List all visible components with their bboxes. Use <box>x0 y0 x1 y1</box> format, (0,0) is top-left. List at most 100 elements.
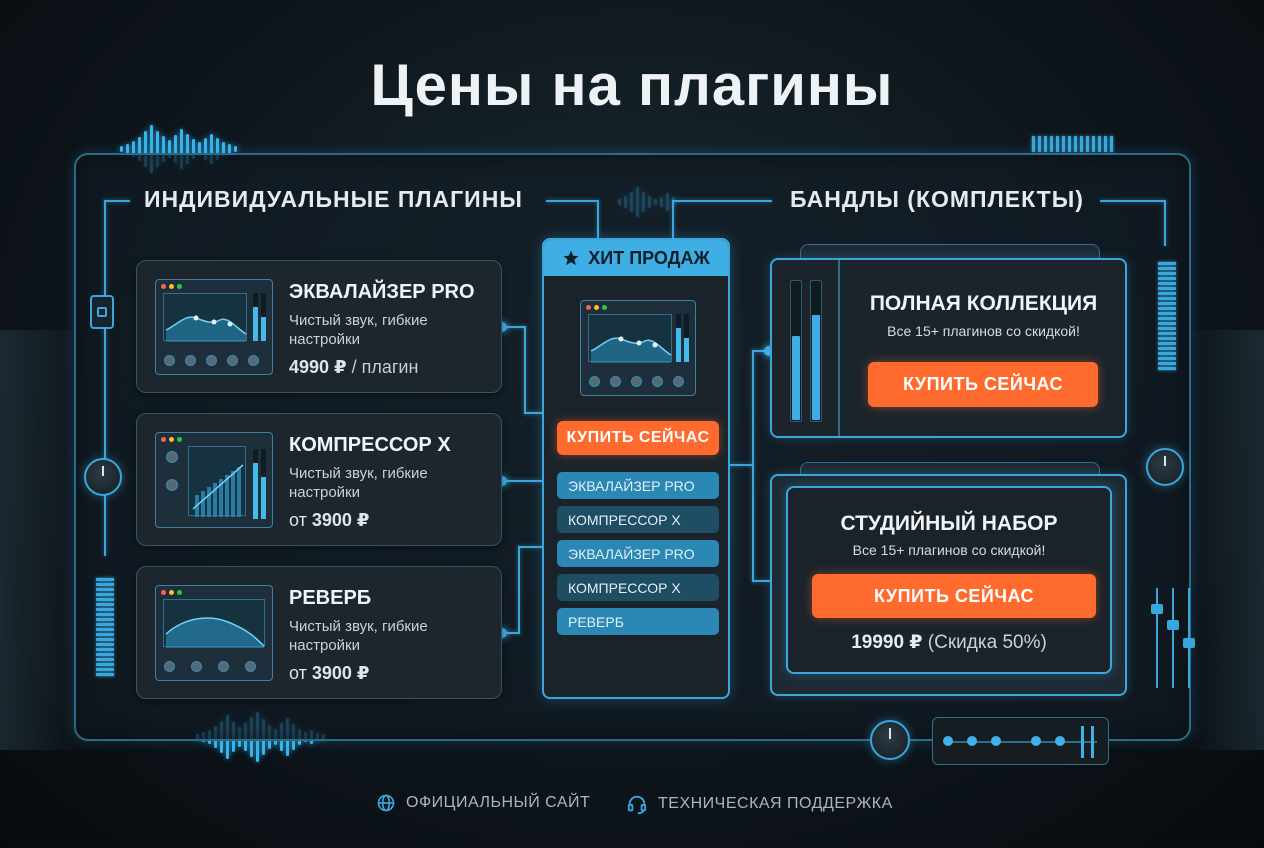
connector-line <box>672 200 674 238</box>
bestseller-label: ХИТ ПРОДАЖ <box>588 247 710 268</box>
meter-segment <box>1158 317 1176 320</box>
wave-bar <box>222 142 225 156</box>
meter-segment <box>96 603 114 606</box>
background-right-glow <box>1184 330 1264 750</box>
bundle-card-full-collection[interactable]: ПОЛНАЯ КОЛЛЕКЦИЯ Все 15+ плагинов со ски… <box>770 258 1127 438</box>
wave-bar <box>234 146 237 152</box>
connector-line <box>524 326 526 414</box>
meter-segment <box>1158 342 1176 345</box>
eq-plugin-preview-icon <box>580 300 696 396</box>
meter-segment <box>1092 136 1095 152</box>
meter-segment <box>1056 136 1059 152</box>
wave-bar <box>162 136 165 162</box>
footer-support-link[interactable]: ТЕХНИЧЕСКАЯ ПОДДЕРЖКА <box>626 793 893 815</box>
connector-line <box>597 200 599 238</box>
plugin-card-compressor[interactable]: КОМПРЕССОР X Чистый звук, гибкие настрой… <box>136 413 502 546</box>
connector-line <box>502 632 520 634</box>
connector-line <box>524 412 542 414</box>
meter-segment <box>1032 136 1035 152</box>
meter-segment <box>96 638 114 641</box>
meter-segment <box>96 613 114 616</box>
connector-line <box>1100 200 1166 202</box>
bundle-subtitle: Все 15+ плагинов со скидкой! <box>852 542 1046 558</box>
meter-segment <box>96 608 114 611</box>
wave-bar <box>192 139 195 159</box>
bundle-buy-button[interactable]: КУПИТЬ СЕЙЧАС <box>812 574 1096 618</box>
wave-bar <box>126 144 129 154</box>
footer-site-link[interactable]: ОФИЦИАЛЬНЫЙ САЙТ <box>376 793 590 813</box>
reverb-plugin-preview-icon <box>155 585 273 681</box>
bestseller-list-item[interactable]: ЭКВАЛАЙЗЕР PRO <box>557 472 719 499</box>
usb-port-icon <box>90 295 114 329</box>
wave-bar <box>168 140 171 158</box>
wave-bar <box>120 146 123 152</box>
bundle-buy-button[interactable]: КУПИТЬ СЕЙЧАС <box>868 362 1098 407</box>
meter-segment <box>96 628 114 631</box>
meter-segment <box>1062 136 1065 152</box>
globe-icon <box>377 794 395 812</box>
bestseller-list-item[interactable]: КОМПРЕССОР X <box>557 506 719 533</box>
wave-bar <box>144 131 147 167</box>
top-right-bar-meter <box>1032 136 1113 152</box>
bestseller-list-item[interactable]: РЕВЕРБ <box>557 608 719 635</box>
bestseller-buy-button[interactable]: КУПИТЬ СЕЙЧАС <box>557 421 719 455</box>
plugin-name: ЭКВАЛАЙЗЕР PRO <box>289 281 475 303</box>
left-level-meter <box>96 578 114 676</box>
meter-segment <box>1158 277 1176 280</box>
bestseller-badge: ХИТ ПРОДАЖ <box>544 240 728 276</box>
connector-line <box>502 326 526 328</box>
meter-segment <box>1074 136 1077 152</box>
connector-line <box>518 546 542 548</box>
plugin-description: Чистый звук, гибкие настройки <box>289 312 428 348</box>
bestseller-list-item[interactable]: ЭКВАЛАЙЗЕР PRO <box>557 540 719 567</box>
meter-segment <box>1038 136 1041 152</box>
meter-segment <box>96 583 114 586</box>
connector-line <box>518 546 520 634</box>
bundle-card-studio-set[interactable]: СТУДИЙНЫЙ НАБОР Все 15+ плагинов со скид… <box>770 474 1127 696</box>
meter-segment <box>1158 337 1176 340</box>
footer-support-label: ТЕХНИЧЕСКАЯ ПОДДЕРЖКА <box>658 795 893 812</box>
meter-segment <box>96 588 114 591</box>
volume-knob-icon <box>1146 448 1184 486</box>
level-meter <box>810 280 822 422</box>
connector-line <box>104 200 106 556</box>
meter-segment <box>96 673 114 676</box>
star-icon <box>563 250 579 266</box>
connector-node <box>764 346 774 356</box>
bestseller-list-item[interactable]: КОМПРЕССОР X <box>557 574 719 601</box>
plugin-name: РЕВЕРБ <box>289 587 372 609</box>
wave-bar <box>156 131 159 167</box>
meter-segment <box>1158 262 1176 265</box>
wave-bar <box>186 134 189 164</box>
plugin-card-eq[interactable]: ЭКВАЛАЙЗЕР PRO Чистый звук, гибкие настр… <box>136 260 502 393</box>
plugin-card-reverb[interactable]: РЕВЕРБ Чистый звук, гибкие настройки от … <box>136 566 502 699</box>
meter-segment <box>1158 362 1176 365</box>
meter-segment <box>1158 312 1176 315</box>
bestseller-panel: ХИТ ПРОДАЖ КУПИТЬ СЕЙЧАС ЭКВАЛАЙЗЕР PRO … <box>542 238 730 699</box>
meter-segment <box>96 663 114 666</box>
connector-line <box>752 580 770 582</box>
connector-line <box>672 200 772 202</box>
wave-bar <box>198 142 201 156</box>
connector-line <box>752 350 770 352</box>
meter-segment <box>1158 327 1176 330</box>
bottom-knob-icon <box>870 720 910 760</box>
wave-bar <box>204 138 207 160</box>
plugin-price: 4990 ₽ / плагин <box>289 357 419 377</box>
meter-segment <box>1158 352 1176 355</box>
compressor-plugin-preview-icon <box>155 432 273 528</box>
meter-segment <box>96 593 114 596</box>
plugin-price: от 3900 ₽ <box>289 510 370 530</box>
plugin-description: Чистый звук, гибкие настройки <box>289 618 428 654</box>
connector-line <box>752 350 754 582</box>
meter-segment <box>96 623 114 626</box>
meter-segment <box>1044 136 1047 152</box>
meter-segment <box>1158 302 1176 305</box>
bundle-price: 19990 ₽ (Скидка 50%) <box>851 632 1047 653</box>
wave-bar <box>180 129 183 169</box>
meter-segment <box>1158 267 1176 270</box>
wave-bar <box>210 134 213 164</box>
meter-segment <box>96 578 114 581</box>
bundle-title: СТУДИЙНЫЙ НАБОР <box>840 512 1058 535</box>
plugin-price: от 3900 ₽ <box>289 663 370 683</box>
